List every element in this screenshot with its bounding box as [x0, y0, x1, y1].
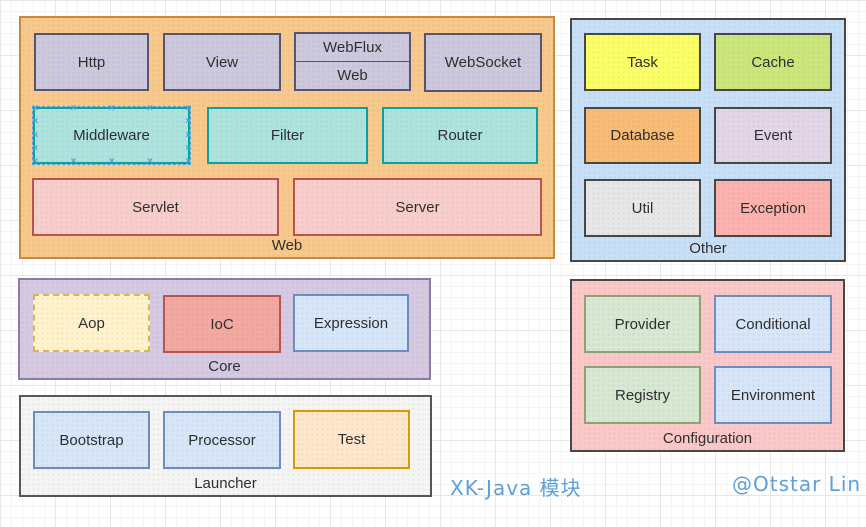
module-database[interactable]: Database	[584, 107, 701, 164]
connection-point-icon[interactable]	[185, 104, 191, 114]
module-environment[interactable]: Environment	[714, 366, 832, 424]
module-test[interactable]: Test	[293, 410, 410, 469]
connection-point-icon[interactable]	[185, 157, 191, 167]
group-label: Launcher	[194, 475, 257, 492]
connection-point-icon[interactable]	[185, 117, 191, 127]
module-label: IoC	[210, 315, 234, 333]
group-label: Web	[271, 237, 303, 254]
module-processor[interactable]: Processor	[163, 411, 281, 469]
module-label: Aop	[78, 314, 105, 332]
module-label: Event	[753, 127, 793, 144]
connection-point-icon[interactable]	[147, 104, 153, 114]
group-label: Core	[208, 358, 241, 375]
connection-point-icon[interactable]	[32, 157, 38, 167]
diagram-title: XK-Java 模块	[450, 476, 582, 500]
connection-point-icon[interactable]	[109, 104, 115, 114]
module-label: WebFlux	[323, 39, 382, 56]
module-label: Filter	[270, 127, 305, 144]
module-label: Server	[395, 198, 440, 216]
group-web[interactable]: Http View WebFlux Web WebSocket Middlewa…	[19, 16, 555, 259]
module-expression[interactable]: Expression	[293, 294, 409, 352]
connection-point-icon[interactable]	[32, 104, 38, 114]
module-aop[interactable]: Aop	[33, 294, 150, 352]
module-label: Task	[627, 53, 658, 71]
group-core[interactable]: Aop IoC Expression Core	[18, 278, 431, 380]
connection-point-icon[interactable]	[32, 117, 38, 127]
module-filter[interactable]: Filter	[207, 107, 368, 164]
module-label: Servlet	[132, 198, 179, 216]
module-label: Cache	[751, 53, 795, 71]
module-servlet[interactable]: Servlet	[32, 178, 279, 236]
module-label: Router	[437, 127, 483, 144]
module-label: Expression	[313, 314, 389, 332]
module-label: View	[205, 53, 239, 71]
module-label: Conditional	[735, 315, 811, 333]
module-label: Web	[337, 67, 368, 84]
module-server[interactable]: Server	[293, 178, 542, 236]
group-launcher[interactable]: Bootstrap Processor Test Launcher	[19, 395, 432, 497]
module-label: Exception	[740, 199, 806, 217]
module-ioc[interactable]: IoC	[163, 295, 281, 353]
module-label: Registry	[614, 386, 670, 404]
connection-point-icon[interactable]	[70, 157, 76, 167]
module-label: WebSocket	[444, 54, 522, 71]
module-bootstrap[interactable]: Bootstrap	[33, 411, 150, 469]
group-label: Other	[689, 240, 727, 257]
module-task[interactable]: Task	[584, 33, 701, 91]
module-label: Bootstrap	[59, 431, 124, 449]
module-event[interactable]: Event	[714, 107, 832, 164]
module-label: Processor	[188, 431, 256, 449]
module-label: Environment	[730, 386, 816, 404]
author-credit: @Otstar Lin	[732, 472, 862, 496]
module-exception[interactable]: Exception	[714, 179, 832, 237]
module-provider[interactable]: Provider	[584, 295, 701, 353]
connection-point-icon[interactable]	[185, 144, 191, 154]
module-http[interactable]: Http	[34, 33, 149, 91]
connection-point-icon[interactable]	[147, 157, 153, 167]
module-label: Test	[337, 431, 366, 448]
module-cache[interactable]: Cache	[714, 33, 832, 91]
module-label: Http	[77, 53, 106, 71]
group-label: Configuration	[662, 430, 753, 447]
connection-point-icon[interactable]	[70, 104, 76, 114]
module-websocket[interactable]: WebSocket	[424, 33, 542, 92]
module-label: Provider	[614, 315, 671, 333]
group-other[interactable]: Task Cache Database Event Util Exception…	[570, 18, 846, 262]
module-label: Util	[631, 199, 654, 217]
module-webflux-web[interactable]: WebFlux Web	[294, 32, 411, 91]
connection-point-icon[interactable]	[109, 157, 115, 167]
module-label: Middleware	[73, 127, 150, 144]
module-webflux[interactable]: WebFlux	[296, 34, 409, 62]
connection-point-icon[interactable]	[32, 144, 38, 154]
module-web-inner[interactable]: Web	[296, 62, 409, 89]
connection-point-icon[interactable]	[32, 131, 38, 141]
module-router[interactable]: Router	[382, 107, 538, 164]
module-view[interactable]: View	[163, 33, 281, 91]
connection-point-icon[interactable]	[185, 131, 191, 141]
module-util[interactable]: Util	[584, 179, 701, 237]
module-middleware[interactable]: Middleware	[32, 104, 191, 167]
module-conditional[interactable]: Conditional	[714, 295, 832, 353]
module-registry[interactable]: Registry	[584, 366, 701, 424]
group-configuration[interactable]: Provider Conditional Registry Environmen…	[570, 279, 845, 452]
module-label: Database	[610, 127, 675, 144]
